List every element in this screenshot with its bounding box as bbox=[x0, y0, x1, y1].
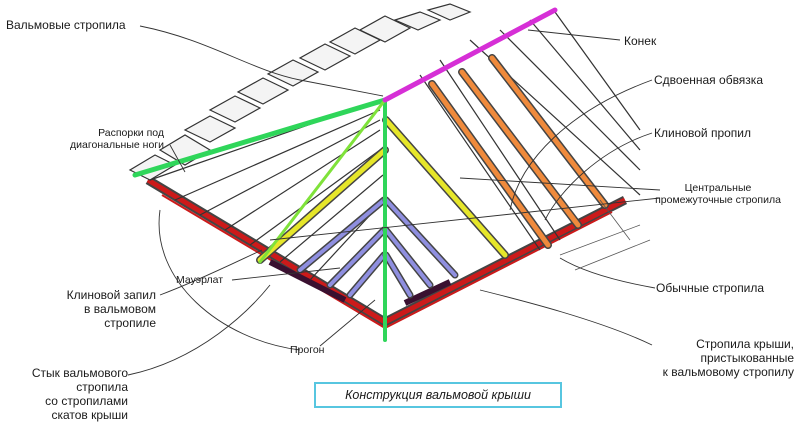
label-attached-line3: к вальмовому стропилу bbox=[662, 365, 794, 379]
label-attached-line1: Стропила крыши, bbox=[696, 337, 794, 351]
caption-box: Конструкция вальмовой крыши bbox=[314, 382, 562, 408]
label-joint-line2: стропила bbox=[76, 380, 128, 394]
label-wedge-notch-line3: стропиле bbox=[104, 316, 156, 330]
jack-rafters bbox=[256, 116, 509, 299]
hip-rafters bbox=[132, 97, 388, 342]
label-struts-line1: Распорки под bbox=[98, 127, 164, 139]
label-purlin: Прогон bbox=[290, 344, 325, 356]
label-wedge-notch: Клиновой запил в вальмовом стропиле bbox=[20, 288, 156, 330]
label-ridge: Конек bbox=[624, 34, 657, 48]
label-double-plate: Сдвоенная обвязка bbox=[654, 73, 763, 87]
label-wedge-notch-line1: Клиновой запил bbox=[66, 288, 156, 302]
rafters-right bbox=[419, 11, 641, 251]
label-wedge-cut: Клиновой пропил bbox=[654, 126, 751, 140]
label-mauerlat: Мауэрлат bbox=[176, 274, 224, 286]
label-joint: Стык вальмового стропила со стропилами с… bbox=[6, 366, 128, 422]
leader-lines bbox=[127, 25, 661, 376]
label-struts-line2: диагональные ноги bbox=[70, 139, 164, 151]
ridge-beam bbox=[382, 7, 558, 103]
label-central-jacks-line1: Центральные bbox=[684, 182, 752, 194]
label-central-jacks: Центральные промежуточные стропила bbox=[642, 182, 794, 206]
label-attached-line2: пристыкованные bbox=[700, 351, 794, 365]
label-struts: Распорки под диагональные ноги bbox=[18, 127, 164, 151]
label-hip-rafter: Вальмовые стропила bbox=[6, 18, 126, 32]
orange-rafters bbox=[428, 54, 609, 249]
dimension-lines bbox=[559, 199, 651, 271]
label-joint-line3: со стропилами bbox=[45, 394, 128, 408]
label-central-jacks-line2: промежуточные стропила bbox=[655, 194, 781, 206]
caption-text: Конструкция вальмовой крыши bbox=[345, 388, 531, 402]
label-joint-line1: Стык вальмового bbox=[31, 366, 128, 380]
label-wedge-notch-line2: в вальмовом bbox=[84, 302, 156, 316]
label-attached: Стропила крыши, пристыкованные к вальмов… bbox=[620, 337, 794, 379]
label-ordinary: Обычные стропила bbox=[656, 281, 765, 295]
label-joint-line4: скатов крыши bbox=[51, 408, 128, 422]
